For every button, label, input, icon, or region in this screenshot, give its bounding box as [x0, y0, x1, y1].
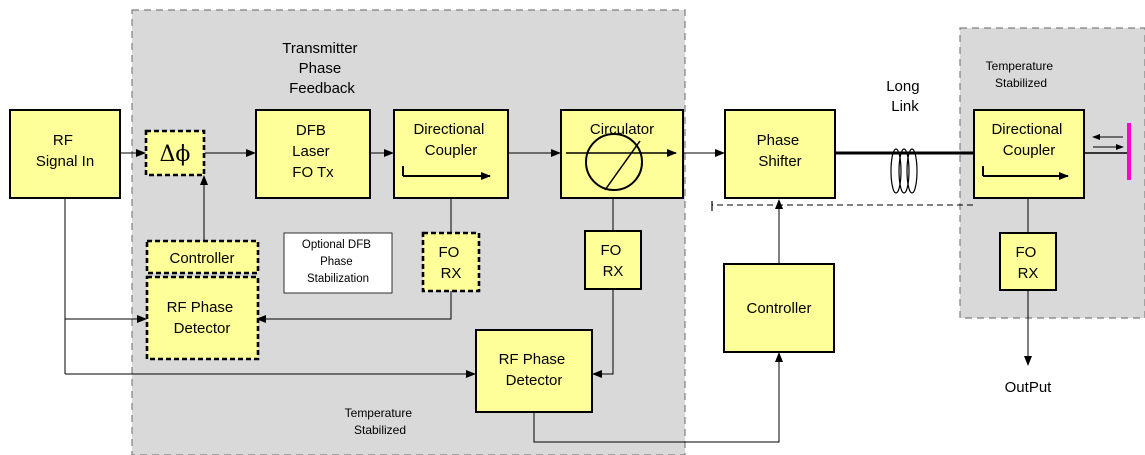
- coupler-rx-arrow-icon: [982, 166, 1069, 180]
- directional-coupler-rx-block: [973, 109, 1085, 199]
- fo-rx-remote-block: [999, 232, 1057, 291]
- controller-dfb-text: Controller: [169, 250, 234, 267]
- dfb-laser-text: DFB Laser FO Tx: [292, 122, 334, 181]
- rf-phase-detector-dfb-block: [145, 275, 260, 361]
- circulator-icon: [566, 133, 677, 191]
- directional-coupler-rx-text: Directional Coupler: [991, 121, 1066, 159]
- dfb-laser-block: [255, 109, 371, 199]
- fo-rx-circulator-text: FO RX: [600, 242, 625, 280]
- fo-rx-coupler-text: FO RX: [438, 244, 463, 282]
- rf-phase-detector-main-block: [475, 329, 593, 413]
- phase-modulator-symbol: Δϕ: [160, 142, 191, 167]
- directional-coupler-tx-text: Directional Coupler: [413, 121, 488, 159]
- circulator-block: [560, 109, 684, 199]
- fo-rx-circulator-block: [584, 230, 642, 290]
- rf-phase-detector-dfb-text: RF Phase Detector: [167, 299, 238, 337]
- controller-main-text: Controller: [746, 300, 811, 317]
- controller-dfb-block: [145, 239, 260, 275]
- phase-shifter-block: [724, 109, 836, 199]
- wire-forx-to-main-detector: [592, 289, 614, 378]
- wire-detector-to-controller: [533, 352, 783, 443]
- phase-shifter-text: Phase Shifter: [757, 132, 804, 170]
- optional-dfb-note-text: Optional DFB Phase Stabilization: [302, 239, 374, 285]
- long-link-label: Long Link: [886, 78, 924, 115]
- rf-phase-detector-main-text: RF Phase Detector: [499, 351, 570, 389]
- rf-signal-in-block: [9, 109, 121, 199]
- directional-coupler-tx-block: [393, 109, 509, 199]
- coupler-tx-arrow-icon: [402, 166, 491, 180]
- transmitter-phase-feedback-label: Transmitter Phase Feedback: [282, 40, 361, 97]
- rf-signal-in-text: RF Signal In: [36, 132, 94, 170]
- wire-forx-to-dfb-detector: [256, 291, 452, 323]
- controller-main-block: [723, 263, 835, 353]
- temperature-stabilized-tx-label: Temperature Stabilized: [345, 406, 416, 437]
- temperature-stabilized-rx-label: Temperature Stabilized: [986, 59, 1057, 90]
- optional-dfb-note-box: [283, 232, 393, 294]
- circulator-text: Circulator: [590, 121, 654, 138]
- fo-rx-remote-text: FO RX: [1015, 244, 1040, 282]
- fiber-coil-icon: [890, 148, 918, 194]
- phase-modulator-block: [144, 129, 206, 177]
- fo-rx-coupler-block: [421, 231, 481, 293]
- output-label: OutPut: [1005, 379, 1053, 396]
